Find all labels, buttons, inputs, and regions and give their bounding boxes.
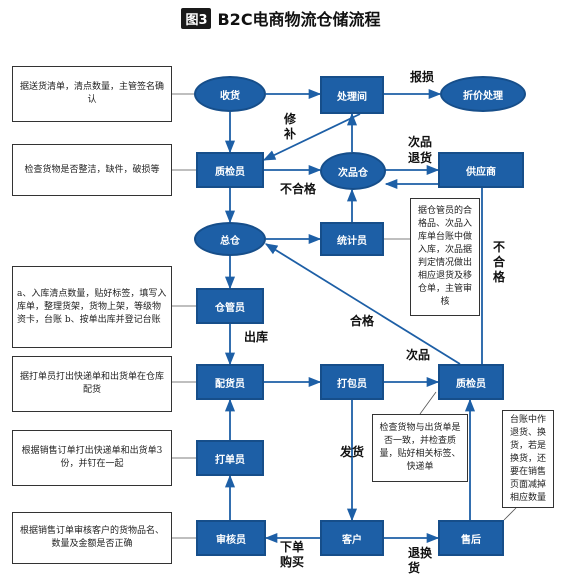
- label-order-buy: 下单购买: [280, 540, 305, 569]
- node-auditor: 审核员: [196, 520, 266, 556]
- node-packer: 打包员: [320, 364, 384, 400]
- node-qc1: 质检员: [196, 152, 264, 188]
- label-defect-return: 次品退货: [408, 135, 433, 165]
- node-printer: 打单员: [196, 440, 264, 476]
- title-bar: 图3 B2C电商物流仓储流程: [0, 6, 562, 30]
- label-defect: 次品: [406, 348, 431, 362]
- note-qc1: 检查货物是否整洁，缺件，破损等: [12, 144, 172, 196]
- note-stats: 据仓管员的合格品、次品入库单台账中做入库，次品据判定情况做出相应退货及移仓单，主…: [410, 198, 480, 316]
- node-defect-warehouse: 次品仓: [320, 152, 386, 190]
- label-return-exchange: 退换货: [408, 546, 433, 575]
- label-damage: 报损: [410, 70, 435, 84]
- figure-tag: 图3: [181, 7, 212, 29]
- page-title: B2C电商物流仓储流程: [217, 10, 381, 29]
- edge-handling-qc1: [262, 113, 361, 161]
- note-qc2: 检查货物与出货单是否一致，并检查质量，贴好相关标签、快递单: [372, 414, 468, 482]
- label-qualified: 合格: [350, 314, 375, 328]
- note-distributor: 据打单员打出快递单和出货单在仓库配货: [12, 356, 172, 412]
- node-supplier: 供应商: [438, 152, 524, 188]
- note-after-sales: 台账中作退货、换货，若是换货，还要在销售页面减掉相应数量: [502, 410, 554, 508]
- label-out-stock: 出库: [244, 330, 269, 344]
- node-customer: 客户: [320, 520, 384, 556]
- label-ship: 发货: [340, 445, 365, 459]
- note-storekeeper: a、入库清点数量，贴好标签，填写入库单，整理货架，货物上架，等级物资卡，台账 b…: [12, 266, 172, 348]
- node-after-sales: 售后: [438, 520, 504, 556]
- note-printer: 根据销售订单打出快递单和出货单3份，并钉在一起: [12, 430, 172, 486]
- label-unqualified-2: 不合格: [492, 240, 505, 284]
- node-distributor: 配货员: [196, 364, 264, 400]
- note-link-aftersales: [503, 507, 517, 521]
- node-storekeeper: 仓管员: [196, 288, 264, 324]
- note-auditor: 根据销售订单审核客户的货物品名、数量及金额是否正确: [12, 512, 172, 564]
- label-unqualified-1: 不合格: [280, 182, 317, 196]
- note-link-qc2: [419, 391, 437, 415]
- node-qc2: 质检员: [438, 364, 504, 400]
- edge-qc2-warehouse: [264, 243, 461, 365]
- node-stats: 统计员: [320, 222, 384, 256]
- node-discount: 折价处理: [440, 76, 526, 112]
- node-handling: 处理间: [320, 76, 384, 114]
- node-receive: 收货: [194, 76, 266, 112]
- label-repair: 修补: [283, 112, 296, 141]
- note-receive: 据送货清单，清点数量，主管签名确认: [12, 66, 172, 122]
- node-warehouse: 总仓: [194, 222, 266, 256]
